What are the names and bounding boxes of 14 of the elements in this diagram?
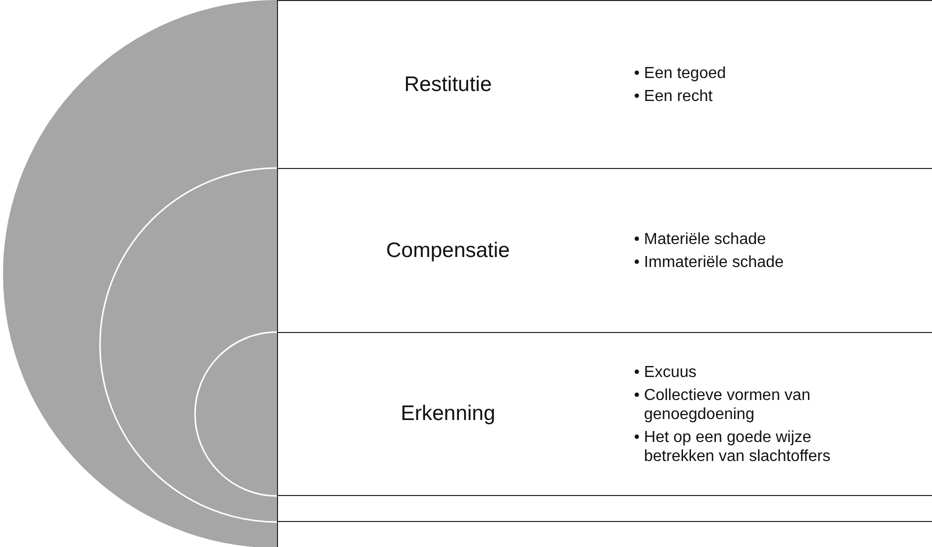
bullet-item: • Een recht — [634, 86, 714, 106]
category-heading: Compensatie — [385, 238, 511, 262]
bullet-item: • Immateriële schade — [634, 252, 785, 272]
category-band — [277, 168, 932, 332]
bullet-item: • Materiële schade — [634, 230, 767, 248]
category-heading: Erkenning — [400, 402, 496, 426]
bullet-item: • Excuus — [634, 362, 698, 382]
category-band — [277, 0, 932, 168]
bullet-item: • Collectieve vormen van genoegdoening — [634, 386, 812, 424]
bullet-item: • Een tegoed — [634, 64, 727, 82]
category-band — [277, 332, 932, 495]
empty-band — [277, 495, 932, 521]
category-heading: Restitutie — [403, 72, 493, 96]
bullet-item: • Het op een goede wijze betrekken van slachtoffers — [634, 428, 832, 466]
